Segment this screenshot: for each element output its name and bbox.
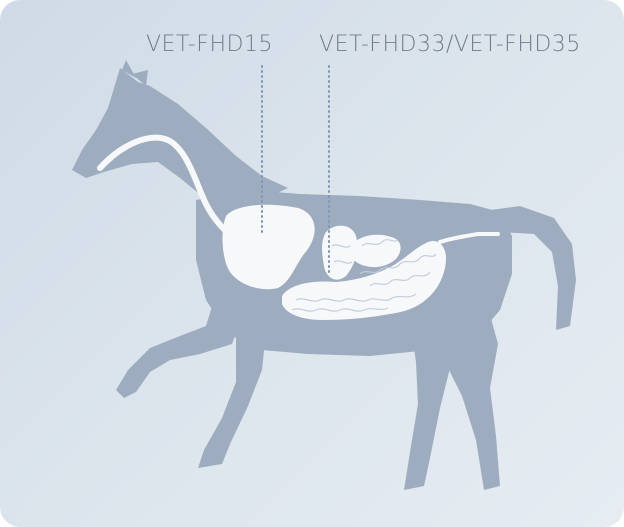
horse-front-leg-raised [116, 300, 244, 398]
intestine-callout-label: VET-FHD33/VET-FHD35 [319, 32, 581, 57]
stomach-callout-label: VET-FHD15 [146, 32, 273, 57]
horse-silhouette [72, 60, 576, 490]
